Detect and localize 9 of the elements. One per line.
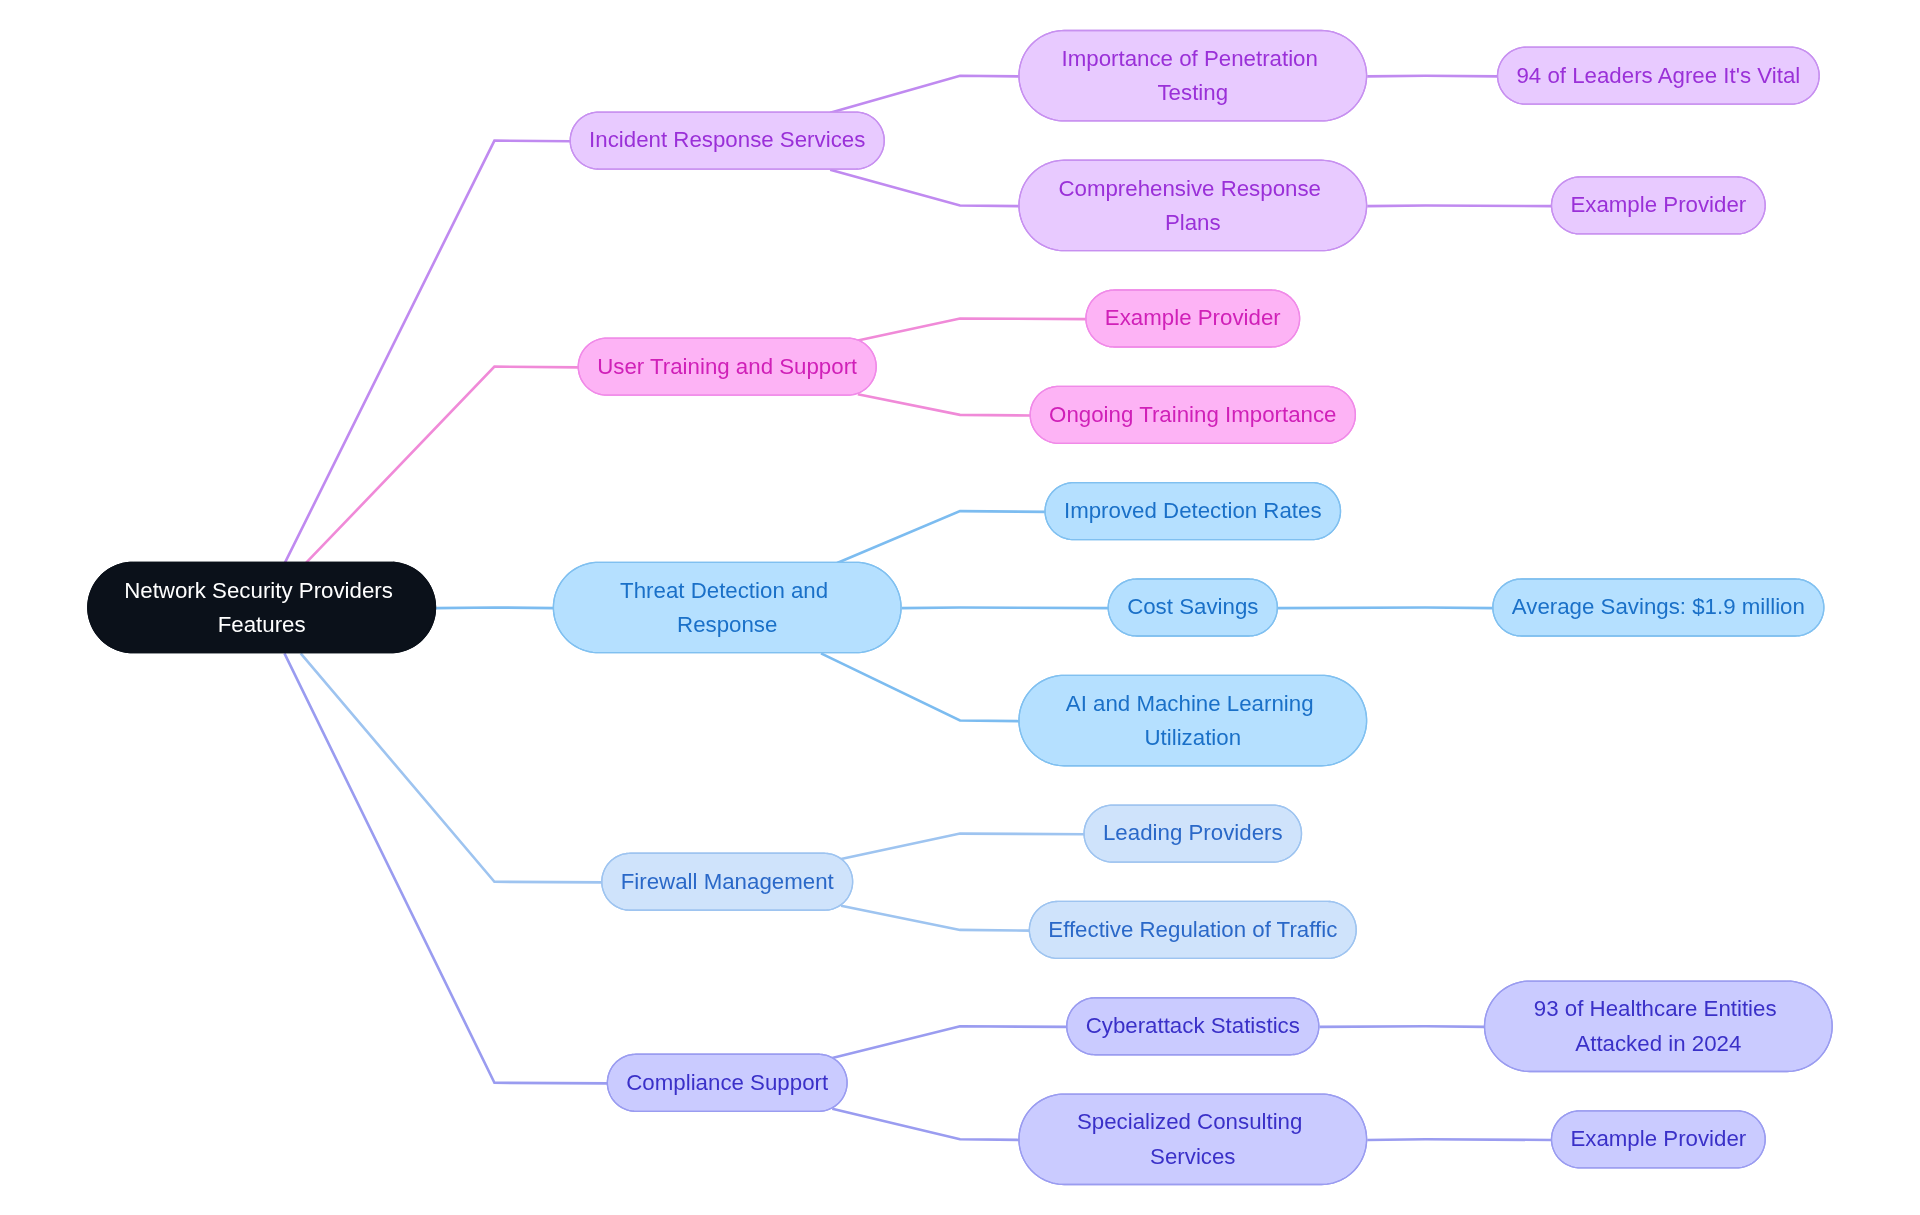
connector: [857, 392, 1031, 417]
connector: [820, 652, 1020, 723]
connector: [831, 1107, 1020, 1142]
connector: [901, 606, 1109, 610]
connector: [840, 832, 1085, 861]
connector: [829, 168, 1020, 208]
connector: [857, 317, 1087, 342]
connector: [305, 365, 579, 564]
connector: [283, 139, 571, 564]
